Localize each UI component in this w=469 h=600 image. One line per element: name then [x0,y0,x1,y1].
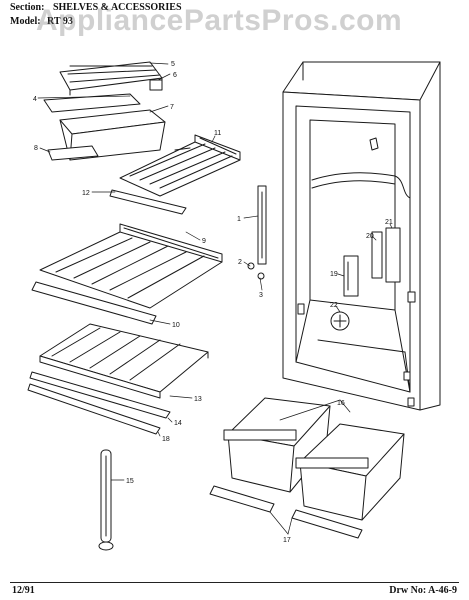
leader-lines [37,62,393,535]
callout-10: 10 [172,322,180,329]
callout-8: 8 [34,145,38,152]
part-5-shelf [59,61,163,96]
callout-6: 6 [173,72,177,79]
section-heading: Section: SHELVES & ACCESSORIES [10,2,182,13]
footer-divider [10,582,459,583]
callout-15: 15 [126,478,134,485]
callout-20: 20 [366,233,374,240]
part-16-drawer-right [295,423,405,521]
section-label: Section: [10,2,45,13]
callout-21: 21 [385,219,393,226]
part-1-support [257,185,267,265]
callout-18: 18 [162,436,170,443]
callout-4: 4 [33,96,37,103]
part-12-rail [109,189,187,215]
callout-1: 1 [237,216,241,223]
part-16-drawer-left [223,397,331,493]
callout-2: 2 [238,259,242,266]
section-value: SHELVES & ACCESSORIES [52,2,182,13]
callout-9: 9 [202,238,206,245]
part-3-screw [257,272,265,280]
part-15-tube [98,449,114,551]
part-18-rail [27,383,161,435]
part-17-rail-left [209,485,275,513]
model-label: Model: [10,16,41,27]
callout-14: 14 [174,420,182,427]
callout-19: 19 [330,271,338,278]
refrigerator-cabinet [282,61,441,411]
callout-12: 12 [82,190,90,197]
part-4-cover [43,93,141,113]
part-2-screw [247,262,255,270]
part-10-rail [31,281,157,325]
part-11-shelf [119,134,241,197]
part-8-rail [47,145,99,161]
part-14-rail [29,371,171,419]
callout-3: 3 [259,292,263,299]
model-heading: Model: RT 93 [10,16,73,27]
callout-13: 13 [194,396,202,403]
callout-7: 7 [170,104,174,111]
part-13-shelf [39,323,209,399]
callout-11: 11 [214,130,221,137]
callout-labels: 5 6 4 7 8 11 12 1 2 3 9 10 13 14 18 15 1… [33,61,393,544]
footer-date: 12/91 [12,585,35,596]
part-6-bracket [149,79,163,91]
model-value: RT 93 [47,16,73,27]
part-17-rail-right [291,509,363,539]
callout-5: 5 [171,61,175,68]
part-9-shelf [39,223,223,309]
callout-16: 16 [337,400,345,407]
footer-drawing-number: Drw No: A-46-9 [389,585,457,596]
callout-22: 22 [330,302,338,309]
callout-17: 17 [283,537,291,544]
